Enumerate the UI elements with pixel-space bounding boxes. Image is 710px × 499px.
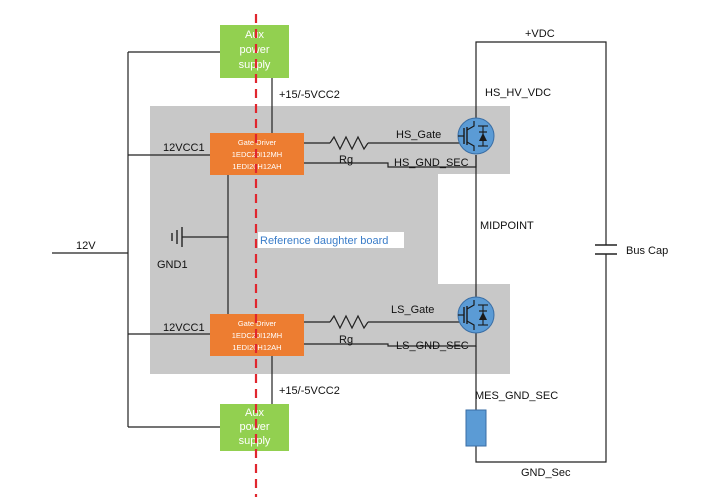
label-hs-hv-vdc: HS_HV_VDC — [485, 87, 551, 99]
label-hs-gnd-sec: HS_GND_SEC — [394, 157, 469, 169]
label-ls-gnd-sec: LS_GND_SEC — [396, 340, 469, 352]
label-vdc: +VDC — [525, 28, 555, 40]
label-vcc2-top: +15/-5VCC2 — [279, 89, 340, 101]
label-gnd1: GND1 — [157, 259, 188, 271]
label-hs-gate: HS_Gate — [396, 129, 441, 141]
aux-bottom-line1: Aux — [245, 407, 264, 419]
label-mes-gnd-sec: MES_GND_SEC — [475, 390, 558, 402]
aux-supply-bottom — [220, 404, 289, 451]
label-12vcc1-top: 12VCC1 — [163, 142, 205, 154]
igbt-high-side-icon — [457, 117, 495, 155]
shunt-resistor — [465, 409, 487, 447]
wire-ls-gnd-sec — [304, 333, 477, 347]
igbt-low-side-icon — [457, 296, 495, 334]
gate-driver-top-line1: Gate Driver — [238, 138, 277, 147]
label-rg-bottom: Rg — [339, 334, 353, 346]
bus-cap-gap — [596, 245, 616, 254]
resistor-rg-bottom — [329, 314, 369, 330]
label-12vcc1-bottom: 12VCC1 — [163, 322, 205, 334]
label-vcc2-bottom: +15/-5VCC2 — [279, 385, 340, 397]
aux-top-line2: power — [240, 44, 270, 56]
aux-top-line1: Aux — [245, 29, 264, 41]
label-gnd-sec: GND_Sec — [521, 467, 571, 479]
label-reference-board: Reference daughter board — [260, 235, 388, 247]
aux-supply-top — [220, 25, 289, 78]
aux-bottom-line2: power — [240, 421, 270, 433]
gate-driver-bottom-line1: Gate Driver — [238, 319, 277, 328]
aux-top-line3: supply — [239, 59, 271, 71]
reference-board-label-bg — [258, 232, 404, 248]
label-ls-gate: LS_Gate — [391, 304, 434, 316]
label-bus-cap: Bus Cap — [626, 245, 668, 257]
aux-bottom-line3: supply — [239, 435, 271, 447]
label-midpoint: MIDPOINT — [480, 220, 534, 232]
label-rg-top: Rg — [339, 154, 353, 166]
resistor-rg-top — [329, 135, 369, 151]
label-12v: 12V — [76, 240, 96, 252]
